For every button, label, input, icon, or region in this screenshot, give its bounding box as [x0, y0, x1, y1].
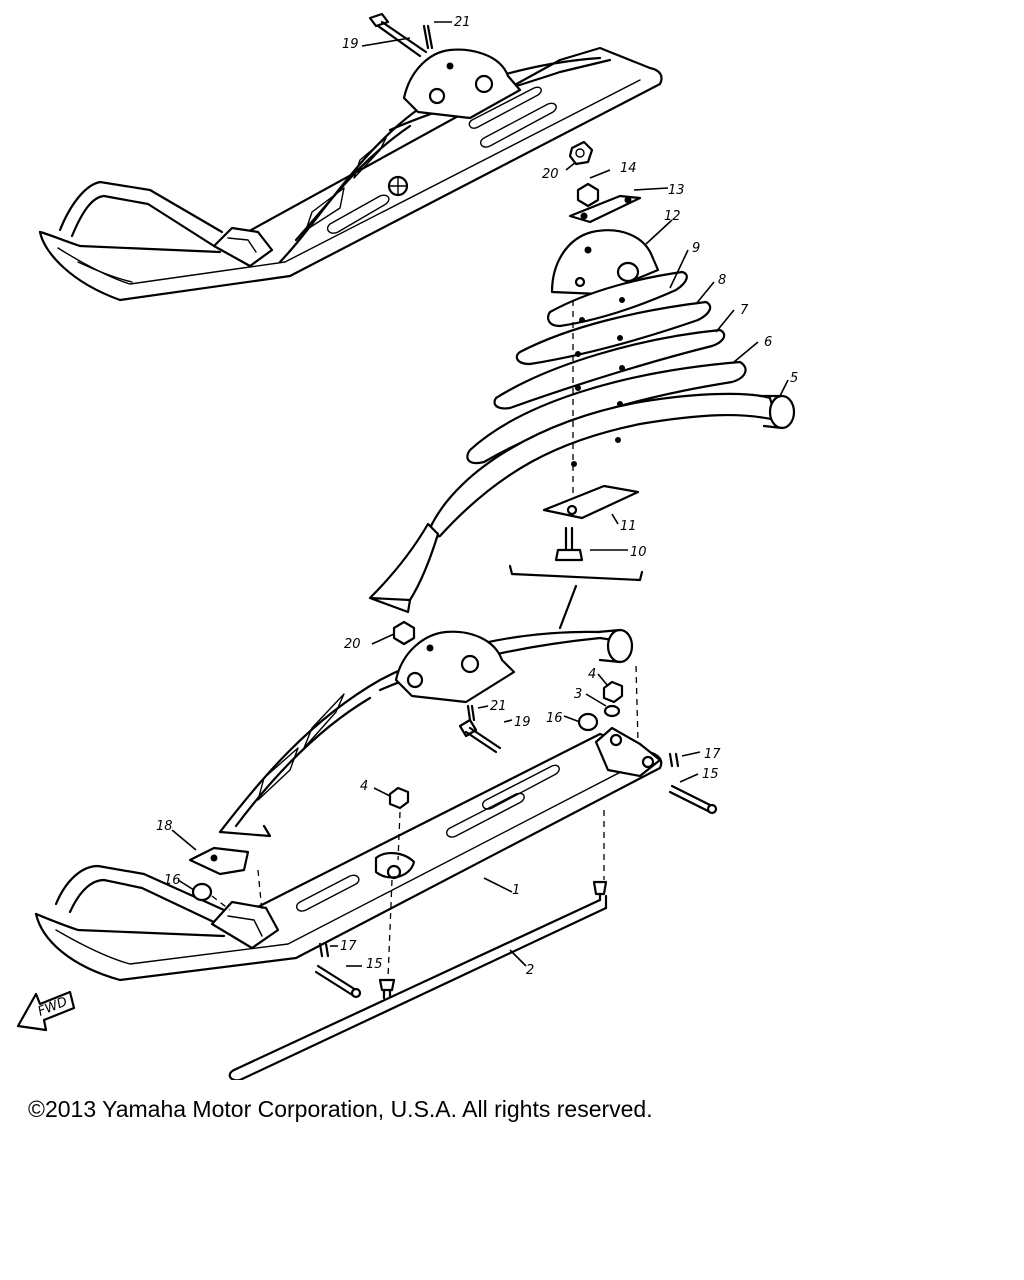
callout-17b: 17 — [340, 939, 357, 954]
callout-4: 4 — [588, 667, 596, 682]
exploded-spring-stack — [368, 182, 796, 630]
callout-15: 15 — [702, 767, 719, 782]
callout-14: 14 — [620, 161, 637, 176]
callout-20b: 20 — [344, 637, 361, 652]
callout-6: 6 — [764, 335, 772, 350]
callout-21b: 21 — [490, 699, 507, 714]
callout-9: 9 — [692, 241, 700, 256]
forward-direction-marker: FWD — [16, 990, 76, 1032]
callout-21: 21 — [454, 15, 471, 30]
top-assembled-ski — [38, 12, 663, 302]
callout-19: 19 — [342, 37, 359, 52]
callout-labels: 1 2 3 4 4 5 6 7 8 9 10 11 12 13 14 15 15… — [156, 15, 798, 978]
callout-3: 3 — [574, 687, 582, 702]
callout-10: 10 — [630, 545, 647, 560]
callout-20: 20 — [542, 167, 559, 182]
callout-8: 8 — [718, 273, 726, 288]
callout-18: 18 — [156, 819, 173, 834]
callout-12: 12 — [664, 209, 681, 224]
leader-lines — [171, 21, 789, 967]
callout-16: 16 — [546, 711, 563, 726]
callout-4b: 4 — [360, 779, 368, 794]
callout-16b: 16 — [164, 873, 181, 888]
bottom-assembled-ski — [34, 620, 718, 1080]
callout-7: 7 — [740, 303, 749, 318]
callout-17: 17 — [704, 747, 721, 762]
callout-19b: 19 — [514, 715, 531, 730]
callout-5: 5 — [790, 371, 798, 386]
callout-1: 1 — [512, 883, 520, 898]
callout-13: 13 — [668, 183, 685, 198]
callout-2: 2 — [526, 963, 534, 978]
callout-15b: 15 — [366, 957, 383, 972]
ski-assembly-exploded-diagram: 1 2 3 4 4 5 6 7 8 9 10 11 12 13 14 15 15… — [16, 12, 798, 1080]
callout-11: 11 — [620, 519, 637, 534]
copyright-notice: ©2013 Yamaha Motor Corporation, U.S.A. A… — [28, 1096, 653, 1122]
